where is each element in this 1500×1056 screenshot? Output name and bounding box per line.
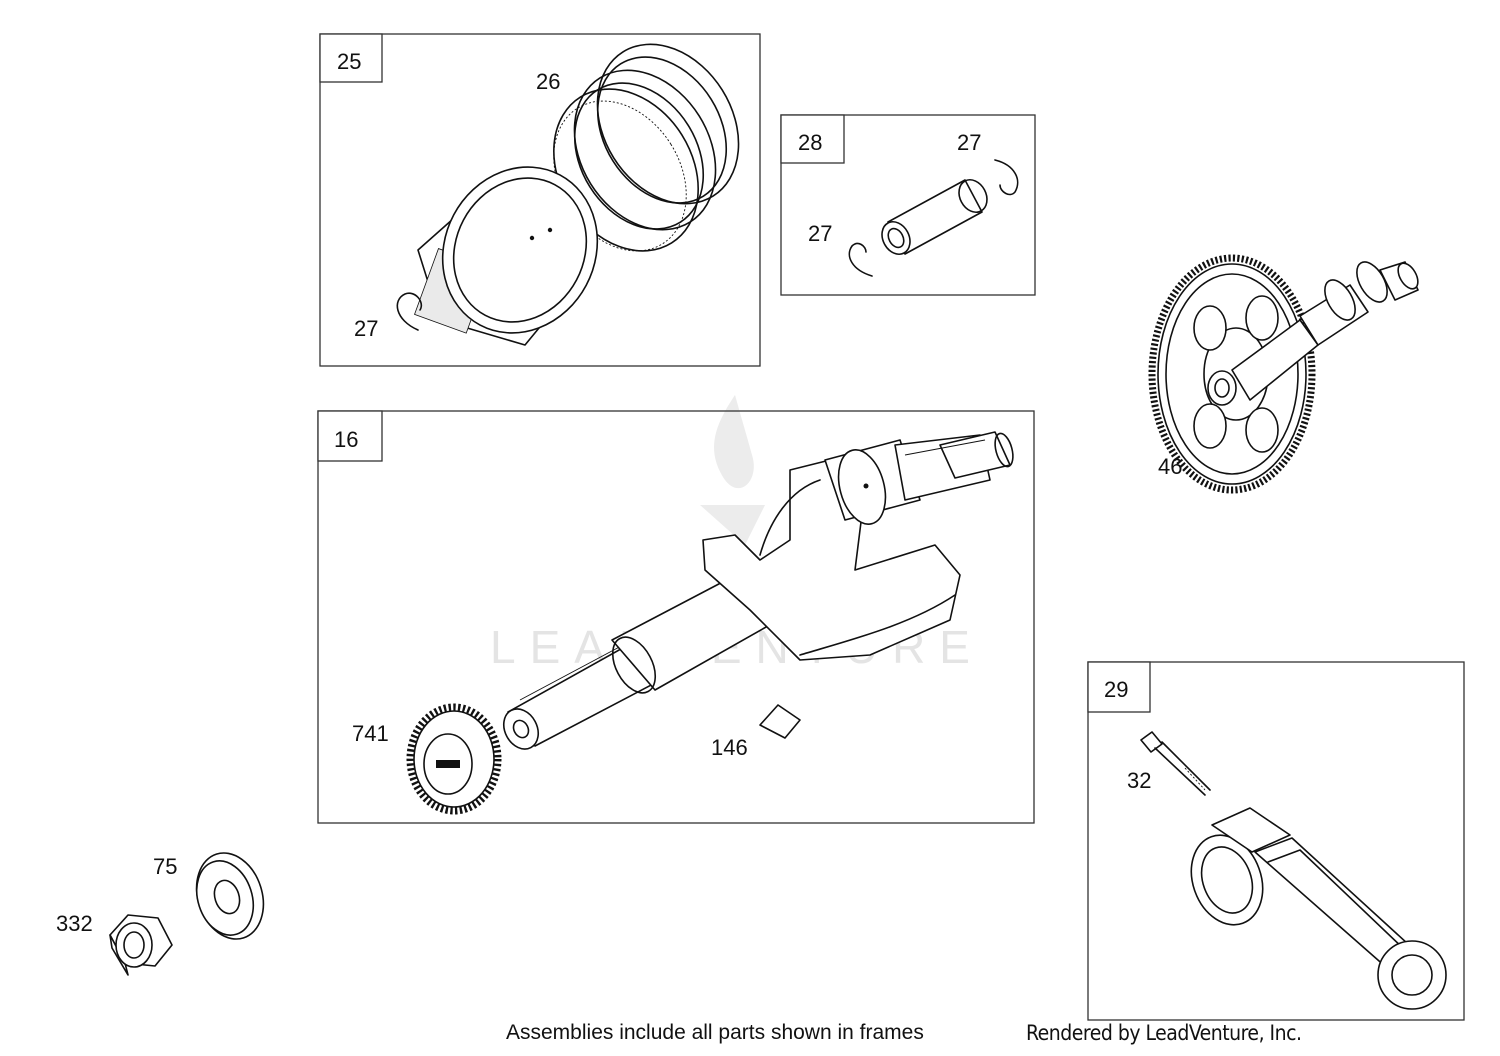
- frame-25: 25 26 27: [319, 33, 761, 367]
- frame-28: 28 27 27: [780, 114, 1036, 296]
- cam-shaft-icon: [1231, 261, 1419, 401]
- key-icon: [759, 704, 801, 739]
- snap-ring-icon: [396, 292, 423, 331]
- footer-caption: Assemblies include all parts shown in fr…: [506, 1021, 924, 1044]
- piston-icon: [414, 166, 599, 346]
- snap-ring-icon: [848, 159, 1019, 277]
- callout-32[interactable]: 32: [1127, 768, 1151, 793]
- washer-icon: [195, 852, 265, 940]
- frame-29: 29 32: [1087, 661, 1465, 1021]
- callout-16[interactable]: 16: [334, 427, 358, 452]
- crankshaft-icon: [502, 431, 1014, 750]
- connecting-rod-icon: [1190, 807, 1447, 1010]
- callout-146[interactable]: 146: [711, 735, 748, 760]
- callout-25[interactable]: 25: [337, 49, 361, 74]
- callout-27-piston[interactable]: 27: [354, 316, 378, 341]
- callout-741[interactable]: 741: [352, 721, 389, 746]
- callout-26[interactable]: 26: [536, 69, 560, 94]
- crank-gear-icon: [406, 703, 502, 815]
- callout-75[interactable]: 75: [153, 854, 177, 879]
- rod-bolt-icon: [1140, 731, 1211, 796]
- callout-27-pin-left[interactable]: 27: [808, 221, 832, 246]
- piston-pin-icon: [881, 178, 988, 256]
- footer-credit: Rendered by LeadVenture, Inc.: [1026, 1021, 1302, 1045]
- callout-29[interactable]: 29: [1104, 677, 1128, 702]
- frame-16: 16 741 146: [317, 410, 1035, 824]
- hex-nut-icon: [109, 914, 173, 976]
- callout-27-pin-top[interactable]: 27: [957, 130, 981, 155]
- cam-gear-icon: [1148, 254, 1316, 494]
- callout-28[interactable]: 28: [798, 130, 822, 155]
- callout-332[interactable]: 332: [56, 911, 93, 936]
- loose-hardware: 75 332: [56, 852, 265, 976]
- camshaft-gear: 46: [1148, 254, 1419, 494]
